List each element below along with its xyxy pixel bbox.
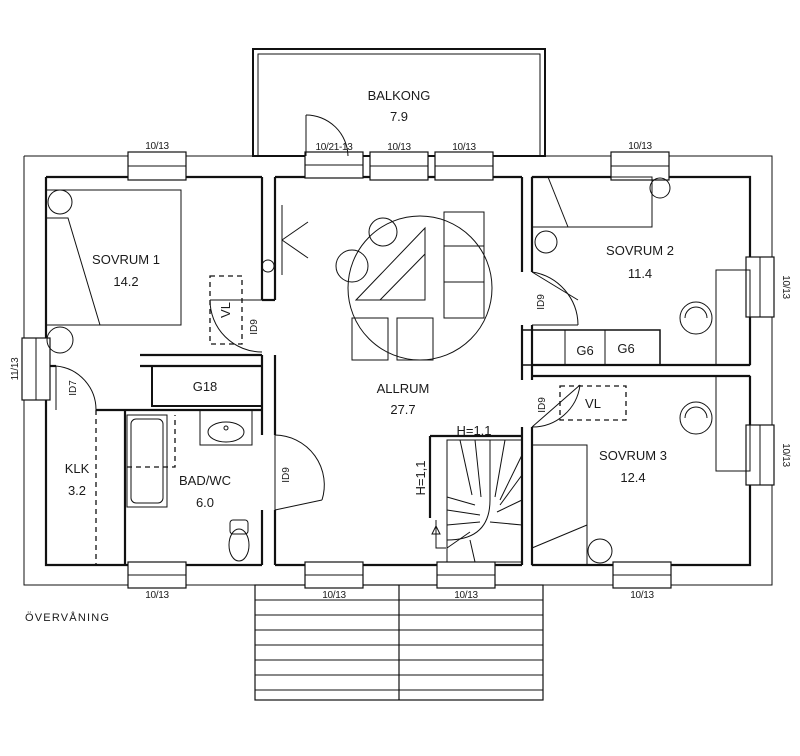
room-area-sovrum1: 14.2: [113, 274, 138, 289]
stair-height-vertical: H=1,1: [413, 460, 428, 495]
fixture-label-g18: G18: [193, 379, 218, 394]
window-label-bottom-mid-1: 10/13: [322, 590, 346, 601]
fixture-label-g6-b: G6: [617, 341, 634, 356]
window-labels: 10/13 10/21-13 10/13 10/13 10/13 10/13 1…: [10, 141, 791, 601]
room-name-klk: KLK: [65, 461, 90, 476]
floor-caption: ÖVERVÅNING: [25, 611, 110, 624]
window-label-top-mid-2: 10/13: [452, 142, 476, 153]
vl-boxes: [209, 275, 627, 421]
window-label-bottom-right: 10/13: [630, 590, 654, 601]
room-name-sovrum2: SOVRUM 2: [606, 243, 674, 258]
door-label-id9-sovrum1: ID9: [249, 319, 260, 335]
allrum-furniture: [261, 205, 493, 361]
room-name-badwc: BAD/WC: [179, 473, 231, 488]
window-label-right-lower: 10/13: [780, 443, 791, 467]
windows: [21, 151, 775, 589]
entrance-steps: [254, 584, 544, 701]
stair-height-horizontal: H=1,1: [456, 423, 491, 438]
room-name-balkong: BALKONG: [368, 88, 431, 103]
beds: [45, 176, 671, 566]
window-label-bottom-mid-2: 10/13: [454, 590, 478, 601]
room-area-sovrum3: 12.4: [620, 470, 645, 485]
door-labels: ID7 ID9 ID9 ID9 ID9: [68, 294, 548, 483]
room-name-allrum: ALLRUM: [377, 381, 430, 396]
door-label-id9-sovrum2: ID9: [536, 294, 547, 310]
window-label-left: 11/13: [10, 357, 21, 381]
room-name-sovrum1: SOVRUM 1: [92, 252, 160, 267]
door-label-id7: ID7: [68, 380, 79, 396]
fixture-label-vl-right: VL: [585, 396, 601, 411]
room-area-allrum: 27.7: [390, 402, 415, 417]
exterior-walls: [23, 155, 773, 586]
room-labels: BALKONG 7.9 SOVRUM 1 14.2 SOVRUM 2 11.4 …: [65, 88, 674, 510]
fixture-labels: G18 G6 G6 VL VL H=1,1 H=1,1: [193, 302, 635, 495]
desks: [679, 269, 751, 472]
window-label-right-upper: 10/13: [780, 275, 791, 299]
door-label-id9-bad: ID9: [281, 467, 292, 483]
room-area-sovrum2: 11.4: [628, 266, 652, 281]
doors: [55, 114, 581, 511]
room-name-sovrum3: SOVRUM 3: [599, 448, 667, 463]
door-label-id9-sovrum3: ID9: [537, 397, 548, 413]
staircase: [431, 439, 523, 563]
window-label-top-right: 10/13: [628, 141, 652, 152]
bathroom-fixtures: [126, 409, 253, 562]
window-label-balcony-door: 10/21-13: [315, 142, 353, 153]
room-area-badwc: 6.0: [196, 495, 214, 510]
window-label-top-left: 10/13: [145, 141, 169, 152]
room-area-balkong: 7.9: [390, 109, 408, 124]
window-label-top-mid-1: 10/13: [387, 142, 411, 153]
window-label-bottom-left: 10/13: [145, 590, 169, 601]
fixture-label-vl-left: VL: [218, 302, 233, 318]
room-area-klk: 3.2: [68, 483, 86, 498]
fixture-label-g6-a: G6: [576, 343, 593, 358]
